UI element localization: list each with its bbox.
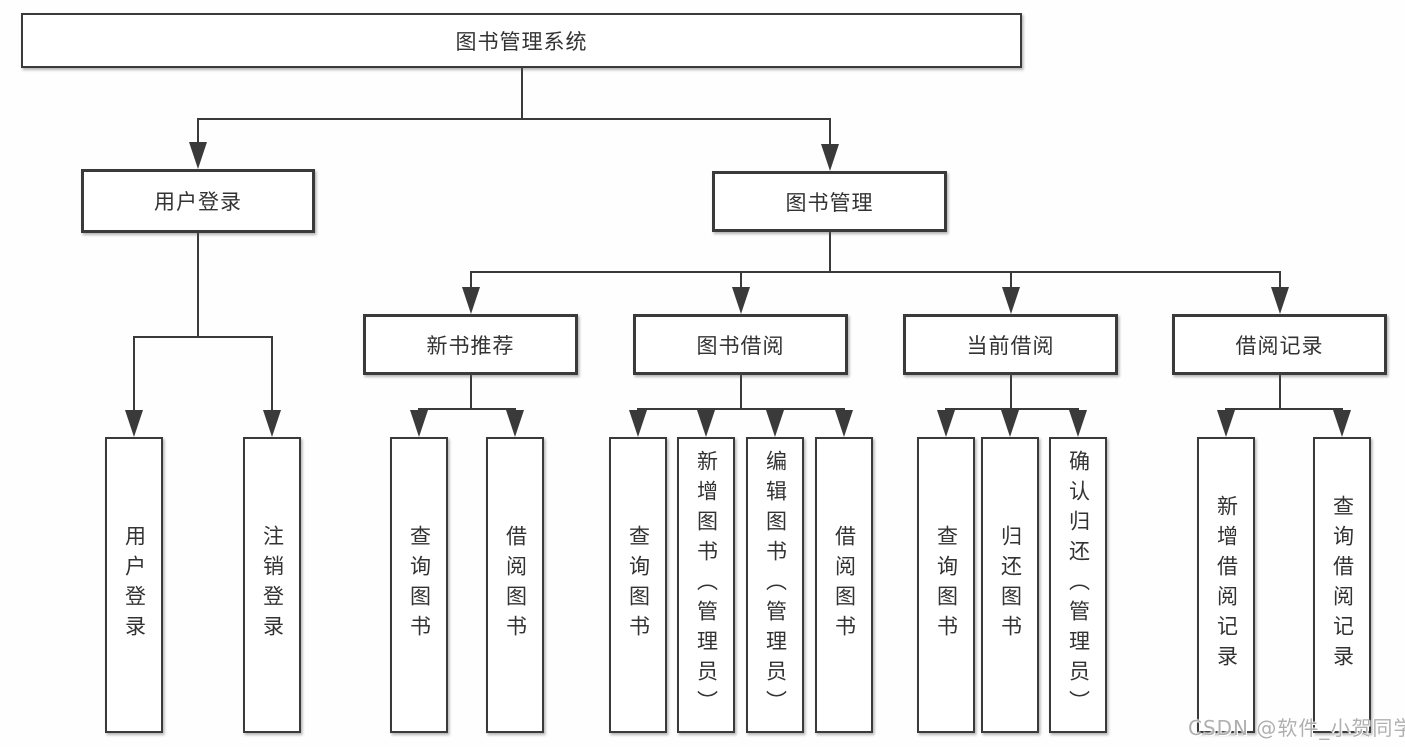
node-label: 查询图书 [934, 525, 959, 645]
node-label: 查询图书 [407, 525, 432, 645]
arrow-down-icon [462, 287, 480, 314]
node-label: 用户登录 [122, 525, 147, 645]
arrow-down-icon [835, 410, 853, 437]
node-bb-add: 新增图书（管理员） [677, 437, 735, 733]
arrow-down-icon [937, 410, 955, 437]
arrow-down-icon [1069, 410, 1087, 437]
connector-line [470, 271, 472, 289]
connector-line [1010, 375, 1012, 410]
connector-line [197, 118, 831, 120]
connector-line [521, 68, 523, 120]
node-current-borrow: 当前借阅 [903, 314, 1118, 375]
connector-line [418, 408, 516, 410]
connector-line [133, 336, 273, 338]
node-book-management: 图书管理 [712, 171, 947, 232]
connector-line [740, 271, 742, 289]
connector-line [133, 336, 135, 412]
node-label: 图书管理系统 [455, 29, 588, 54]
connector-line [829, 118, 831, 146]
connector-line [637, 408, 845, 410]
node-borrow-records: 借阅记录 [1172, 314, 1387, 375]
node-label: 确认归还（管理员） [1066, 450, 1091, 720]
node-bb-borrow: 借阅图书 [815, 437, 873, 733]
connector-line [197, 118, 199, 144]
node-bb-edit: 编辑图书（管理员） [746, 437, 804, 733]
node-label: 归还图书 [998, 525, 1023, 645]
node-cb-query: 查询图书 [917, 437, 975, 733]
node-nb-query: 查询图书 [390, 437, 448, 733]
connector-line [470, 375, 472, 410]
connector-line [1279, 375, 1281, 410]
arrow-down-icon [1001, 410, 1019, 437]
node-label: 图书借阅 [696, 333, 785, 358]
connector-line [1279, 271, 1281, 289]
arrow-down-icon [125, 410, 143, 437]
connector-line [197, 233, 199, 338]
node-label: 新增借阅记录 [1214, 495, 1239, 675]
node-new-book-recommend: 新书推荐 [363, 314, 578, 375]
watermark: CSDN @软件_小贺同学 [1188, 716, 1405, 740]
connector-line [271, 336, 273, 412]
node-book-borrow: 图书借阅 [633, 314, 848, 375]
connector-line [470, 271, 1281, 273]
arrow-down-icon [732, 287, 750, 314]
node-br-query: 查询借阅记录 [1313, 437, 1371, 733]
node-cb-return: 归还图书 [981, 437, 1039, 733]
arrow-down-icon [1333, 410, 1351, 437]
arrow-down-icon [629, 410, 647, 437]
connector-line [1010, 271, 1012, 289]
node-cb-confirm: 确认归还（管理员） [1049, 437, 1107, 733]
node-nb-borrow: 借阅图书 [486, 437, 544, 733]
node-bb-query: 查询图书 [609, 437, 667, 733]
node-label: 借阅图书 [503, 525, 528, 645]
arrow-down-icon [1271, 287, 1289, 314]
node-user-login: 用户登录 [81, 169, 315, 233]
node-label: 图书管理 [785, 190, 874, 215]
arrow-down-icon [189, 142, 207, 169]
connector-line [740, 375, 742, 410]
connector-line [945, 408, 1079, 410]
arrow-down-icon [263, 410, 281, 437]
connector-line [829, 232, 831, 273]
node-leaf-logout: 注销登录 [243, 437, 301, 733]
node-label: 借阅图书 [832, 525, 857, 645]
node-label: 当前借阅 [966, 333, 1055, 358]
arrow-down-icon [821, 144, 839, 171]
node-label: 查询图书 [626, 525, 651, 645]
arrow-down-icon [1002, 287, 1020, 314]
node-label: 查询借阅记录 [1330, 495, 1355, 675]
arrow-down-icon [697, 410, 715, 437]
node-label: 新增图书（管理员） [694, 450, 719, 720]
node-label: 用户登录 [154, 190, 242, 214]
node-label: 编辑图书（管理员） [763, 450, 788, 720]
arrow-down-icon [766, 410, 784, 437]
node-label: 借阅记录 [1235, 333, 1324, 358]
arrow-down-icon [506, 410, 524, 437]
node-system: 图书管理系统 [21, 13, 1022, 68]
arrow-down-icon [1217, 410, 1235, 437]
arrow-down-icon [410, 410, 428, 437]
node-label: 新书推荐 [426, 333, 515, 358]
node-leaf-user-login: 用户登录 [105, 437, 163, 733]
node-br-add: 新增借阅记录 [1197, 437, 1255, 733]
connector-line [1225, 408, 1343, 410]
node-label: 注销登录 [260, 525, 285, 645]
